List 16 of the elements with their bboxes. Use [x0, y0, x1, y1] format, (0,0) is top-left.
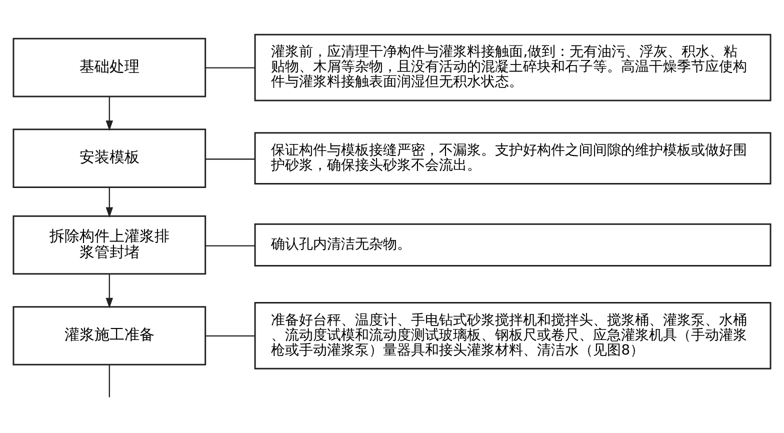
arrow	[106, 274, 114, 308]
node-box: 安装模板	[12, 128, 206, 188]
arrow	[106, 96, 114, 131]
node-box: 基础处理	[12, 38, 206, 98]
node-box: 准备好台秤、温度计、手电钻式砂浆搅拌机和搅拌头、搅浆桶、灌浆泵、水桶、流动度试模和流动度测试玻璃板、钢板尺或卷尺、应急灌浆机具（手动灌浆枪或手动灌浆泵）量器具和接头灌浆材料、清洁水（见图8）	[254, 302, 772, 370]
connector	[206, 245, 255, 246]
connector	[206, 67, 255, 68]
node-box: 灌浆施工准备	[12, 306, 206, 366]
connector	[206, 335, 255, 337]
arrow	[106, 188, 114, 218]
node-box: 灌浆前，应清理干净构件与灌浆料接触面,做到：无有油污、浮灰、积水、粘贴物、木屑等杂物，且没有活动的混凝土碎块和石子等。高温干燥季节应使构件与灌浆料接触表面润湿但无积水状态。	[254, 34, 772, 102]
connector	[108, 364, 110, 398]
node-box: 保证构件与模板接缝严密，不漏浆。支护好构件之间间隙的维护模板或做好围护砂浆，确保接头砂浆不会流出。	[254, 132, 772, 184]
connector	[206, 158, 255, 160]
node-box: 确认孔内清洁无杂物。	[254, 223, 772, 267]
node-box: 拆除构件上灌浆排浆管封堵	[12, 215, 206, 275]
